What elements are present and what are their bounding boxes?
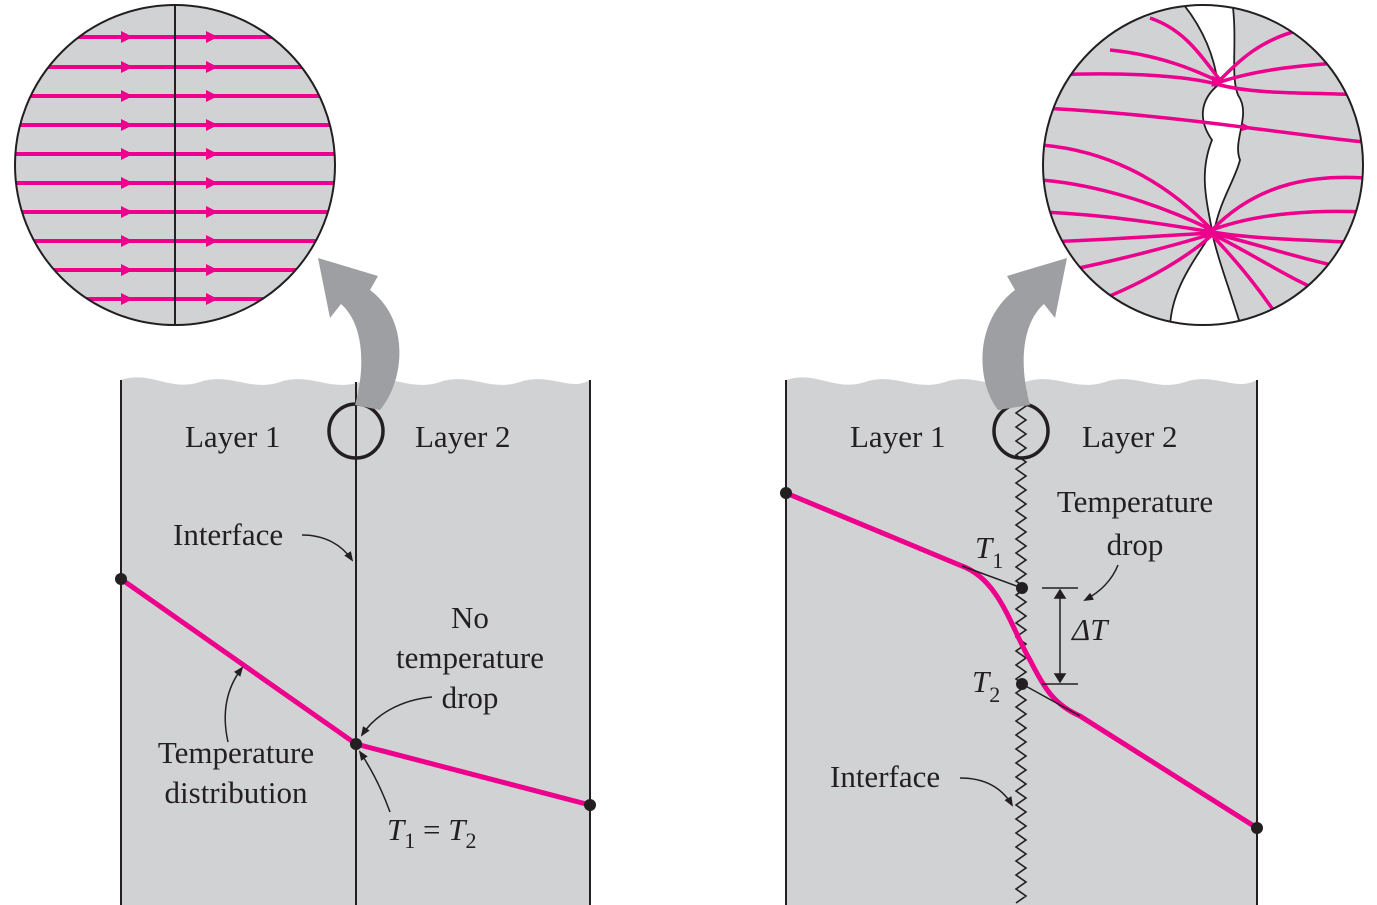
heat-flow-line-icon [1049, 72, 1361, 97]
right-layer1-label: Layer 1 [850, 419, 946, 454]
flow-arrowhead [121, 177, 133, 189]
right-panel: Layer 1 Layer 2 Temperature drop Interfa… [780, 4, 1364, 905]
equality-label: T1 = T2 [387, 812, 476, 853]
no-drop-line1: No [451, 600, 489, 635]
right-interface-leader [959, 777, 1014, 807]
right-layer2-label: Layer 2 [1082, 419, 1178, 454]
t2-extension [1021, 683, 1081, 717]
flow-arrowhead [206, 206, 218, 218]
flow-arrowhead [121, 206, 133, 218]
left-layer2-label: Layer 2 [415, 419, 511, 454]
temp-drop-line2: drop [1107, 527, 1164, 562]
right-interface-rough-line [1014, 384, 1028, 904]
interface-leader [301, 534, 354, 562]
t1-extension [961, 565, 1023, 589]
left-zoom-view [14, 4, 336, 326]
right-interface-label: Interface [830, 759, 940, 794]
heat-flow-line-icon [1099, 230, 1282, 321]
flow-arrowhead [206, 177, 218, 189]
right-endpoint-dot [584, 799, 596, 811]
flow-arrowhead [121, 119, 133, 131]
flow-arrowhead [121, 90, 133, 102]
t2-label: T2 [972, 664, 1000, 707]
flow-arrowhead [121, 293, 133, 305]
flow-arrowhead [206, 235, 218, 247]
no-drop-leader [360, 696, 433, 737]
no-drop-line3: drop [442, 680, 499, 715]
t1-dot [1016, 582, 1028, 594]
delta-t-dimension [1042, 587, 1078, 685]
t2-dot [1016, 678, 1028, 690]
heat-flow-line-icon [1043, 106, 1363, 144]
left-endpoint-dot [115, 573, 127, 585]
flow-arrowhead [121, 264, 133, 276]
right-start-dot [780, 487, 792, 499]
flow-arrowhead [206, 293, 218, 305]
flow-arrowhead [206, 31, 218, 43]
left-interface-dot [350, 738, 362, 750]
temp-drop-leader [1083, 564, 1119, 601]
temp-dist-line1: Temperature [158, 735, 314, 770]
equality-leader [358, 750, 391, 813]
zoom-arrow-icon [982, 258, 1067, 410]
flow-arrowhead [121, 31, 133, 43]
temp-dist-leader [224, 666, 244, 743]
flow-arrowhead [206, 61, 218, 73]
right-end-dot [1251, 822, 1263, 834]
left-layer1-label: Layer 1 [185, 419, 281, 454]
right-zoom-view [1042, 4, 1364, 326]
flow-arrowhead [121, 148, 133, 160]
flow-arrowhead [206, 264, 218, 276]
no-drop-line2: temperature [396, 640, 544, 675]
t1-label: T1 [975, 530, 1003, 573]
left-interface-label: Interface [173, 517, 283, 552]
flow-arrowhead [121, 61, 133, 73]
zoom-arrow-icon [318, 258, 400, 410]
delta-t-label: ΔT [1070, 612, 1110, 647]
flow-arrowhead [206, 148, 218, 160]
flow-arrowhead [206, 119, 218, 131]
flow-arrowhead [206, 90, 218, 102]
left-panel: Layer 1 Layer 2 Interface No temperature… [14, 4, 596, 905]
temp-dist-line2: distribution [165, 775, 308, 810]
flow-arrowhead [121, 235, 133, 247]
temp-drop-line1: Temperature [1057, 484, 1213, 519]
